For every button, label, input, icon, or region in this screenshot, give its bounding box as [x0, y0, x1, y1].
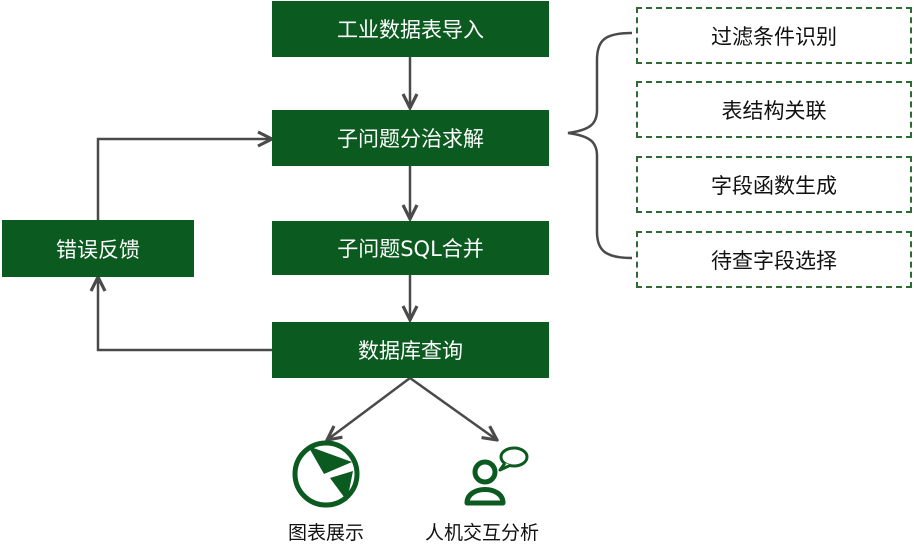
- user-chat-icon: [464, 446, 529, 506]
- output-interact-label: 人机交互分析: [424, 522, 539, 544]
- subtask-table-join: 表结构关联: [636, 81, 912, 138]
- subtask-filter-condition: 过滤条件识别: [636, 7, 912, 64]
- arrow-query-to-interact: [409, 376, 497, 440]
- node-subproblem-solve: 子问题分治求解: [272, 110, 549, 166]
- arrow-query-to-feedback: [98, 277, 272, 352]
- arrow-query-to-chart: [327, 376, 411, 440]
- node-database-query: 数据库查询: [272, 322, 549, 378]
- arrow-feedback-to-solve: [96, 139, 272, 220]
- node-error-feedback: 错误反馈: [2, 220, 194, 277]
- node-sql-merge: 子问题SQL合并: [272, 221, 549, 275]
- output-chart-label: 图表展示: [287, 522, 364, 544]
- subtask-field-select: 待查字段选择: [636, 231, 912, 288]
- node-data-import: 工业数据表导入: [272, 1, 549, 57]
- pie-chart-icon: [292, 440, 360, 508]
- subtask-field-function: 字段函数生成: [636, 156, 912, 213]
- subtask-brace: [567, 31, 633, 260]
